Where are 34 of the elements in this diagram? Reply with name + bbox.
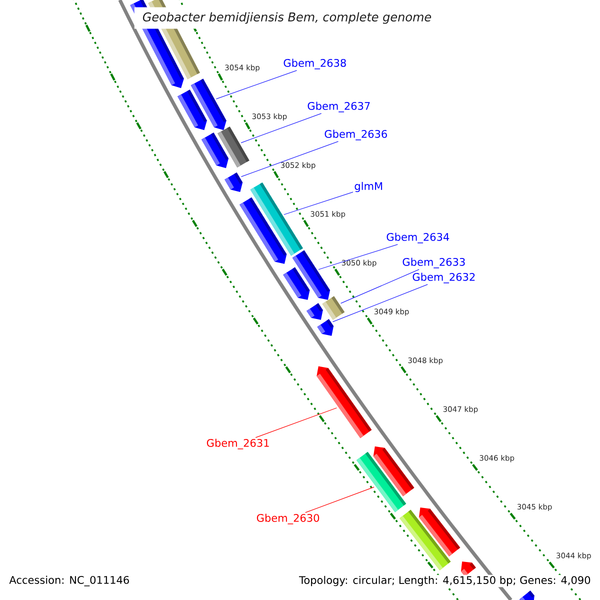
- leader-line: [318, 244, 398, 270]
- leader-line: [255, 408, 338, 438]
- gene-label: Gbem_2633: [402, 258, 465, 268]
- gene-label: Gbem_2631: [206, 438, 269, 450]
- gene-label: Gbem_2636: [324, 130, 387, 140]
- leader-line: [216, 70, 298, 100]
- gene-label: Gbem_2630: [256, 514, 320, 524]
- gene-label: Gbem_2637: [308, 102, 370, 112]
- gene-block: [317, 319, 334, 336]
- gene-label: glmM: [354, 182, 382, 192]
- leader-line: [240, 113, 322, 144]
- gene-block: [356, 452, 406, 512]
- accession-text: Accession: NC_011146: [8, 574, 131, 588]
- leader-line: [340, 269, 420, 304]
- gene-block: [400, 510, 451, 570]
- gene-block: [460, 562, 476, 576]
- gene-block: [306, 303, 323, 320]
- leader-line: [240, 141, 339, 177]
- gene-label: Gbem_2638: [284, 58, 346, 70]
- title: Geobacter bemidjiensis Bem, complete genome: [134, 7, 440, 29]
- genome-info-text: Topology: circular; Length: 4,615,150 bp; Genes: 4,090: [298, 574, 592, 588]
- gene-block: [322, 296, 345, 320]
- gene-block: [519, 590, 534, 600]
- gene-label: Gbem_2634: [386, 232, 450, 244]
- gene-block: [178, 90, 207, 130]
- gene-block: [316, 366, 372, 438]
- gene-block: [224, 172, 243, 192]
- gene-label: Gbem_2632: [412, 272, 475, 284]
- gene-block: [201, 132, 229, 168]
- leader-line: [305, 486, 374, 513]
- leader-line: [284, 192, 354, 215]
- leader-line: [332, 284, 428, 322]
- gene-block: [283, 267, 310, 300]
- gene-block: [240, 197, 287, 264]
